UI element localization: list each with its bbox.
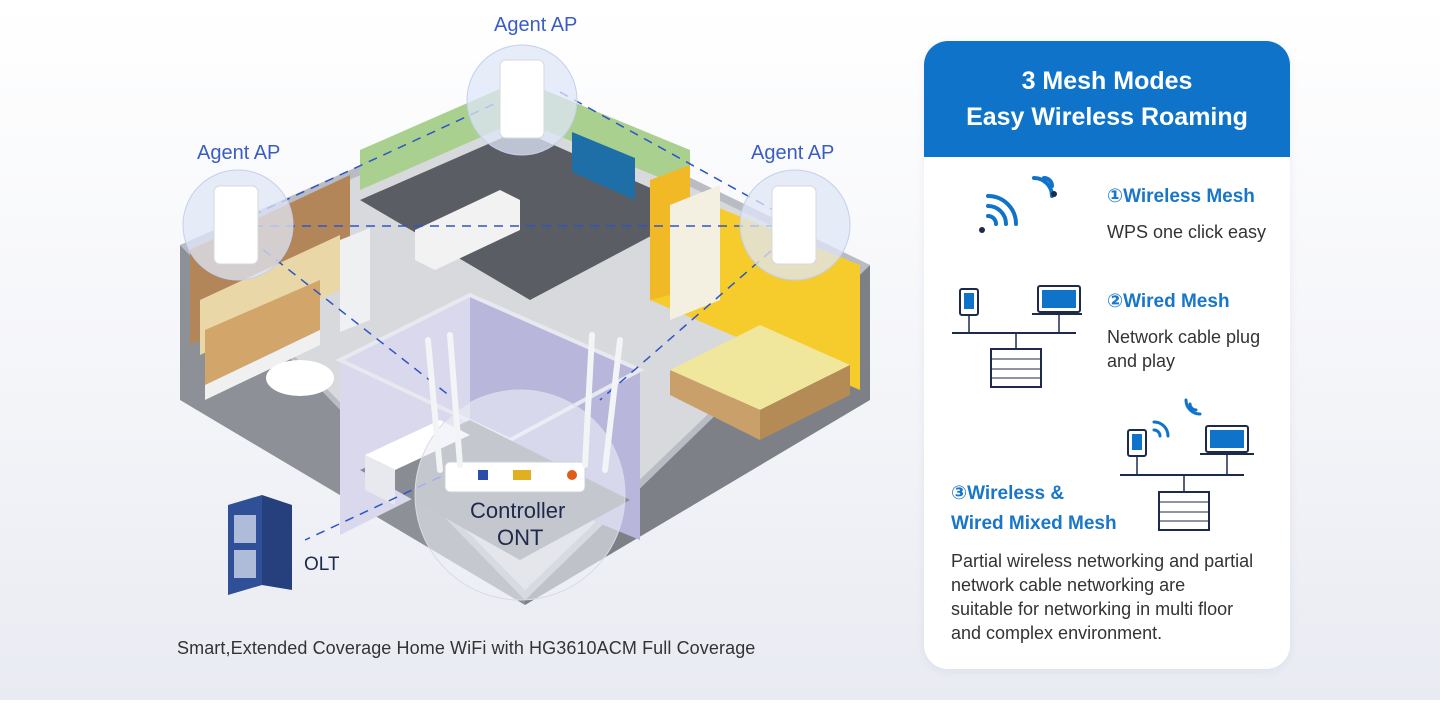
olt-cabinet xyxy=(228,495,292,595)
card-header: 3 Mesh Modes Easy Wireless Roaming xyxy=(924,41,1290,157)
agent-ap-right-label: Agent AP xyxy=(751,142,835,164)
mode-3-title-line2: Wired Mixed Mesh xyxy=(951,513,1117,534)
mixed-network-icon xyxy=(1120,398,1254,531)
home-network-illustration: Agent AP Agent AP Agent AP Controller ON… xyxy=(180,14,870,605)
mode-2-desc-line1: Network cable plug xyxy=(1107,327,1261,347)
isometric-house-svg xyxy=(180,44,870,605)
mode-mixed-mesh: ③Wireless & Wired Mixed Mesh xyxy=(951,482,1117,536)
agent-ap-top-label: Agent AP xyxy=(494,14,578,36)
mode-1-desc: WPS one click easy xyxy=(1107,222,1267,242)
mode-wireless-mesh: ①Wireless Mesh WPS one click easy xyxy=(1107,185,1266,244)
wireless-signal-icon xyxy=(979,176,1057,233)
mode-2-title: ②Wired Mesh xyxy=(1107,291,1230,312)
ont-label: ONT xyxy=(497,525,544,550)
mesh-modes-card: 3 Mesh Modes Easy Wireless Roaming ①Wire… xyxy=(924,41,1290,669)
mode-wired-mesh: ②Wired Mesh Network cable plug and play xyxy=(1107,290,1260,373)
card-title-line1: 3 Mesh Modes xyxy=(1021,67,1193,95)
coverage-caption: Smart,Extended Coverage Home WiFi with H… xyxy=(177,638,756,658)
mode-3-desc-line1: Partial wireless networking and partial xyxy=(951,551,1254,571)
mode-2-desc-line2: and play xyxy=(1107,351,1176,371)
mode-3-title-line1: ③Wireless & xyxy=(951,483,1065,504)
mode-3-desc-line4: and complex environment. xyxy=(951,623,1163,643)
controller-label: Controller xyxy=(470,498,566,523)
wired-network-icon xyxy=(952,285,1082,388)
mode-3-desc-line3: suitable for networking in multi floor xyxy=(951,599,1234,619)
mode-3-desc: Partial wireless networking and partial … xyxy=(951,549,1253,645)
mode-3-desc-line2: network cable networking are xyxy=(951,575,1186,595)
agent-ap-left-label: Agent AP xyxy=(197,142,281,164)
card-title-line2: Easy Wireless Roaming xyxy=(966,103,1248,131)
olt-label: OLT xyxy=(304,554,340,575)
agent-ap-bubbles xyxy=(182,44,851,281)
mode-1-title: ①Wireless Mesh xyxy=(1107,186,1255,207)
